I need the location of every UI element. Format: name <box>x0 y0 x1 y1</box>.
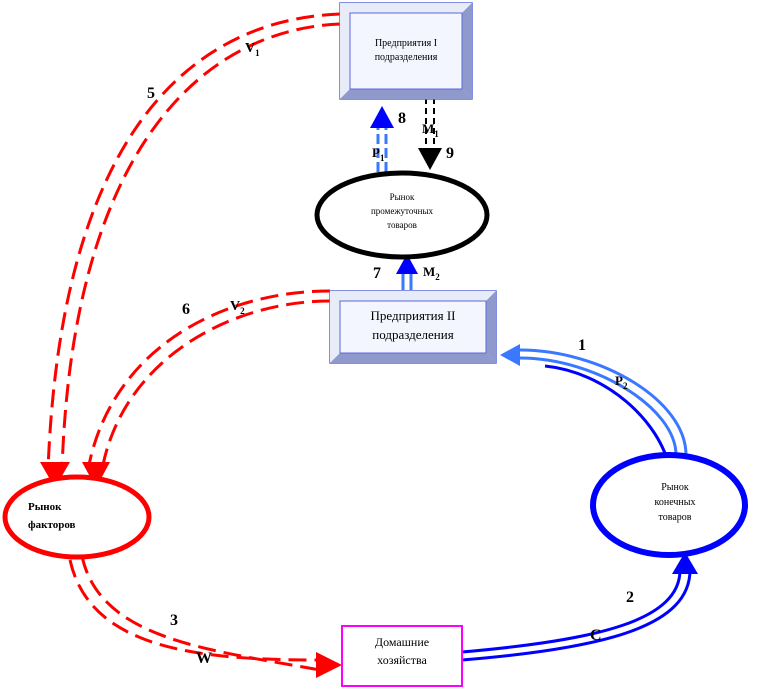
flow-p2-arrow <box>500 344 688 471</box>
division1-box: Предприятия I подразделения <box>339 2 473 100</box>
intermediate-market-line3: товаров <box>387 220 417 230</box>
label-m2: M2 <box>423 264 440 282</box>
flow-m1-arrow <box>418 98 442 170</box>
final-market-line2: конечных <box>655 497 696 508</box>
factor-market-line1: Рынок <box>28 501 62 513</box>
intermediate-market-line1: Рынок <box>390 192 415 202</box>
flow-number-9: 9 <box>446 145 454 162</box>
flow-number-5: 5 <box>147 85 155 102</box>
label-w: W <box>196 650 212 667</box>
final-market-node: Рынок конечных товаров <box>590 452 748 558</box>
label-p1: P1 <box>372 145 385 163</box>
label-v1: V1 <box>245 41 260 58</box>
factor-market-line2: факторов <box>28 519 76 531</box>
households-line2: хозяйства <box>377 653 427 667</box>
flow-number-3: 3 <box>170 612 178 629</box>
households-line1: Домашние <box>375 635 429 649</box>
final-market-line1: Рынок <box>661 482 689 493</box>
division2-box: Предприятия II подразделения <box>329 290 497 364</box>
division1-label-line1: Предприятия I <box>375 38 437 49</box>
flow-m2-arrow <box>396 254 418 290</box>
flow-number-7: 7 <box>373 265 381 282</box>
label-m1: M1 <box>422 121 439 139</box>
flow-v2-arrow <box>82 289 331 488</box>
division1-label-line2: подразделения <box>375 52 438 63</box>
flow-number-2: 2 <box>626 589 634 606</box>
flow-number-1: 1 <box>578 337 586 354</box>
flow-number-6: 6 <box>182 301 190 318</box>
flow-v1-arrow <box>40 12 341 488</box>
label-v2: V2 <box>230 299 245 316</box>
final-market-line3: товаров <box>659 512 692 523</box>
intermediate-market-node: Рынок промежуточных товаров <box>314 170 490 260</box>
division2-label-line2: подразделения <box>372 327 453 342</box>
intermediate-market-line2: промежуточных <box>371 206 434 216</box>
flow-c-arrow <box>461 552 698 662</box>
households-box: Домашние хозяйства <box>341 625 463 687</box>
label-c: C <box>590 627 602 644</box>
label-p2: P2 <box>615 373 628 391</box>
flow-number-8: 8 <box>398 110 406 127</box>
factor-market-node: Рынок факторов <box>2 474 152 560</box>
division2-label-line1: Предприятия II <box>370 308 455 323</box>
flow-w-arrow <box>68 555 342 678</box>
flow-p1-arrow <box>370 106 394 172</box>
